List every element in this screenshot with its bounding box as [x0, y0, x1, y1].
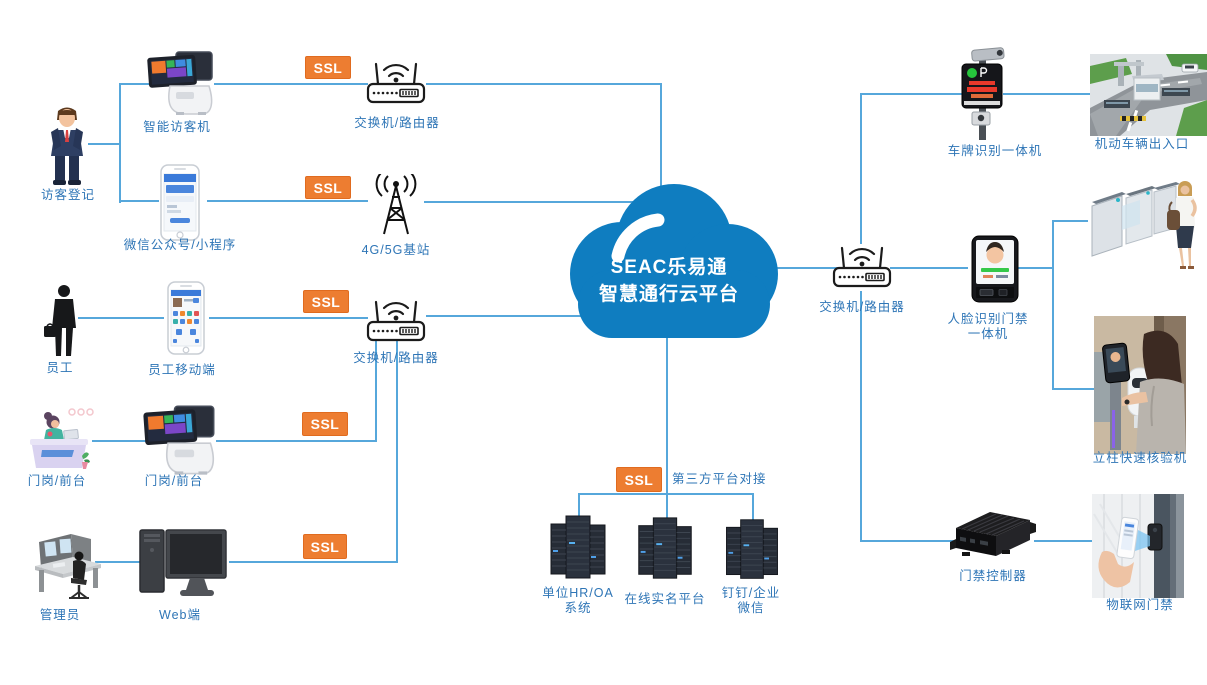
label-wechat-mini: 微信公众号/小程序 [123, 238, 237, 252]
label-switch-router-2: 交换机/路由器 [353, 351, 439, 365]
ssl-badge-thirdparty: SSL [616, 467, 662, 492]
connector-to-turnstile [1052, 220, 1092, 222]
connector-router3-down [860, 291, 862, 541]
label-face-machine: 人脸识别门禁 一体机 [928, 312, 1048, 342]
connector-face-vertical [1052, 221, 1054, 389]
visitor-machine-icon [146, 50, 216, 118]
connector-phone-router2 [209, 317, 368, 319]
label-switch-router-3: 交换机/路由器 [819, 300, 905, 314]
server-realname-icon [637, 514, 693, 584]
connector-plate-entrance [1003, 93, 1090, 95]
connector-controller-iot [1034, 540, 1094, 542]
connector-to-plate [860, 93, 963, 95]
visitor-person-icon [46, 106, 88, 186]
label-web: Web端 [159, 608, 201, 622]
face-recognition-device-icon [966, 234, 1024, 306]
label-plate-machine: 车牌识别一体机 [947, 144, 1043, 158]
label-dingtalk-line2: 微信 [737, 601, 765, 615]
connector-router3-face [890, 267, 968, 269]
server-dingtalk-icon [724, 516, 780, 584]
pillar-verification-photo [1094, 316, 1186, 454]
connector-router2-leg-b [396, 341, 398, 563]
label-pillar-machine: 立柱快速核验机 [1092, 451, 1188, 465]
cloud-title-line2: 智慧通行云平台 [598, 284, 739, 305]
plate-recognition-icon [950, 44, 1014, 144]
label-base-station: 4G/5G基站 [361, 243, 431, 257]
connector-frontdesk-machine [92, 440, 146, 442]
label-hr-oa-line1: 单位HR/OA [542, 586, 614, 600]
connector-cloud-servers [666, 330, 668, 494]
connector-frontdesk-router2 [216, 440, 377, 442]
employee-phone-icon [164, 281, 208, 355]
admin-workstation-illustration [33, 526, 103, 600]
connector-wechat-station [207, 200, 368, 202]
switch-router-icon-2 [364, 294, 428, 346]
base-station-icon [366, 174, 426, 238]
connector-router2-cloud [426, 315, 582, 317]
ssl-badge-web: SSL [303, 534, 347, 559]
label-employee-mobile: 员工移动端 [148, 363, 216, 377]
employee-silhouette-icon [44, 284, 82, 358]
connector-admin-web [95, 561, 141, 563]
label-vehicle-entrance: 机动车辆出入口 [1094, 137, 1190, 151]
label-visitor-machine: 智能访客机 [143, 120, 211, 134]
cloud-title-line1: SEAC乐易通 [610, 257, 728, 278]
connector-employee-phone [78, 317, 164, 319]
connector-to-pillar [1052, 388, 1098, 390]
vehicle-entrance-photo [1090, 54, 1207, 136]
ssl-badge-wechat: SSL [305, 176, 351, 199]
connector-router1-cloud-v [660, 83, 662, 190]
connector-to-controller [860, 540, 956, 542]
label-face-machine-line2: 一体机 [967, 327, 1009, 341]
label-hr-oa-line2: 系统 [564, 601, 592, 615]
connector-visitor-branch [88, 143, 120, 145]
connector-web-router2 [229, 561, 398, 563]
connector-server3-drop [752, 493, 754, 525]
label-frontdesk-machine: 门岗/前台 [144, 474, 204, 488]
wechat-phone-icon [156, 164, 204, 242]
connector-router1-cloud-h [426, 83, 662, 85]
server-hr-oa-icon [550, 512, 606, 584]
connector-server1-drop [578, 493, 580, 523]
cloud-platform-title: SEAC乐易通 智慧通行云平台 [556, 254, 782, 308]
switch-router-icon-3 [830, 240, 894, 292]
cloud-platform [556, 178, 782, 342]
connector-visitor-vertical [119, 83, 121, 203]
connector-server2-drop [666, 493, 668, 523]
label-realname: 在线实名平台 [624, 592, 706, 606]
connector-face-branch [1010, 267, 1054, 269]
ssl-badge-frontdesk: SSL [302, 412, 348, 436]
connector-to-visitor-machine [119, 83, 153, 85]
turnstile-gate-photo [1088, 166, 1207, 272]
label-hr-oa: 单位HR/OA 系统 [518, 586, 638, 616]
label-dingtalk-line1: 钉钉/企业 [721, 586, 781, 600]
connector-to-wechat [119, 200, 159, 202]
connector-machine-router1 [214, 83, 368, 85]
ssl-badge-visitor: SSL [305, 56, 351, 79]
label-frontdesk-person: 门岗/前台 [27, 474, 87, 488]
connector-station-cloud [424, 201, 638, 203]
connector-cloud-router3 [775, 267, 840, 269]
frontdesk-machine-icon [142, 404, 218, 478]
label-switch-router-1: 交换机/路由器 [354, 116, 440, 130]
iot-access-photo [1092, 494, 1184, 598]
label-iot-door: 物联网门禁 [1106, 598, 1174, 612]
label-face-machine-line1: 人脸识别门禁 [947, 312, 1029, 326]
web-desktop-icon [136, 528, 228, 598]
label-door-controller: 门禁控制器 [959, 569, 1027, 583]
label-dingtalk: 钉钉/企业 微信 [691, 586, 811, 616]
door-controller-icon [950, 504, 1036, 566]
label-third-party: 第三方平台对接 [672, 472, 767, 486]
connector-router3-up [860, 94, 862, 244]
switch-router-icon-1 [364, 56, 428, 108]
label-admin: 管理员 [39, 608, 81, 622]
label-visitor: 访客登记 [40, 188, 95, 202]
connector-router2-leg-a [375, 341, 377, 441]
frontdesk-illustration [26, 406, 94, 470]
label-employee: 员工 [46, 361, 74, 375]
ssl-badge-employee: SSL [303, 290, 349, 313]
